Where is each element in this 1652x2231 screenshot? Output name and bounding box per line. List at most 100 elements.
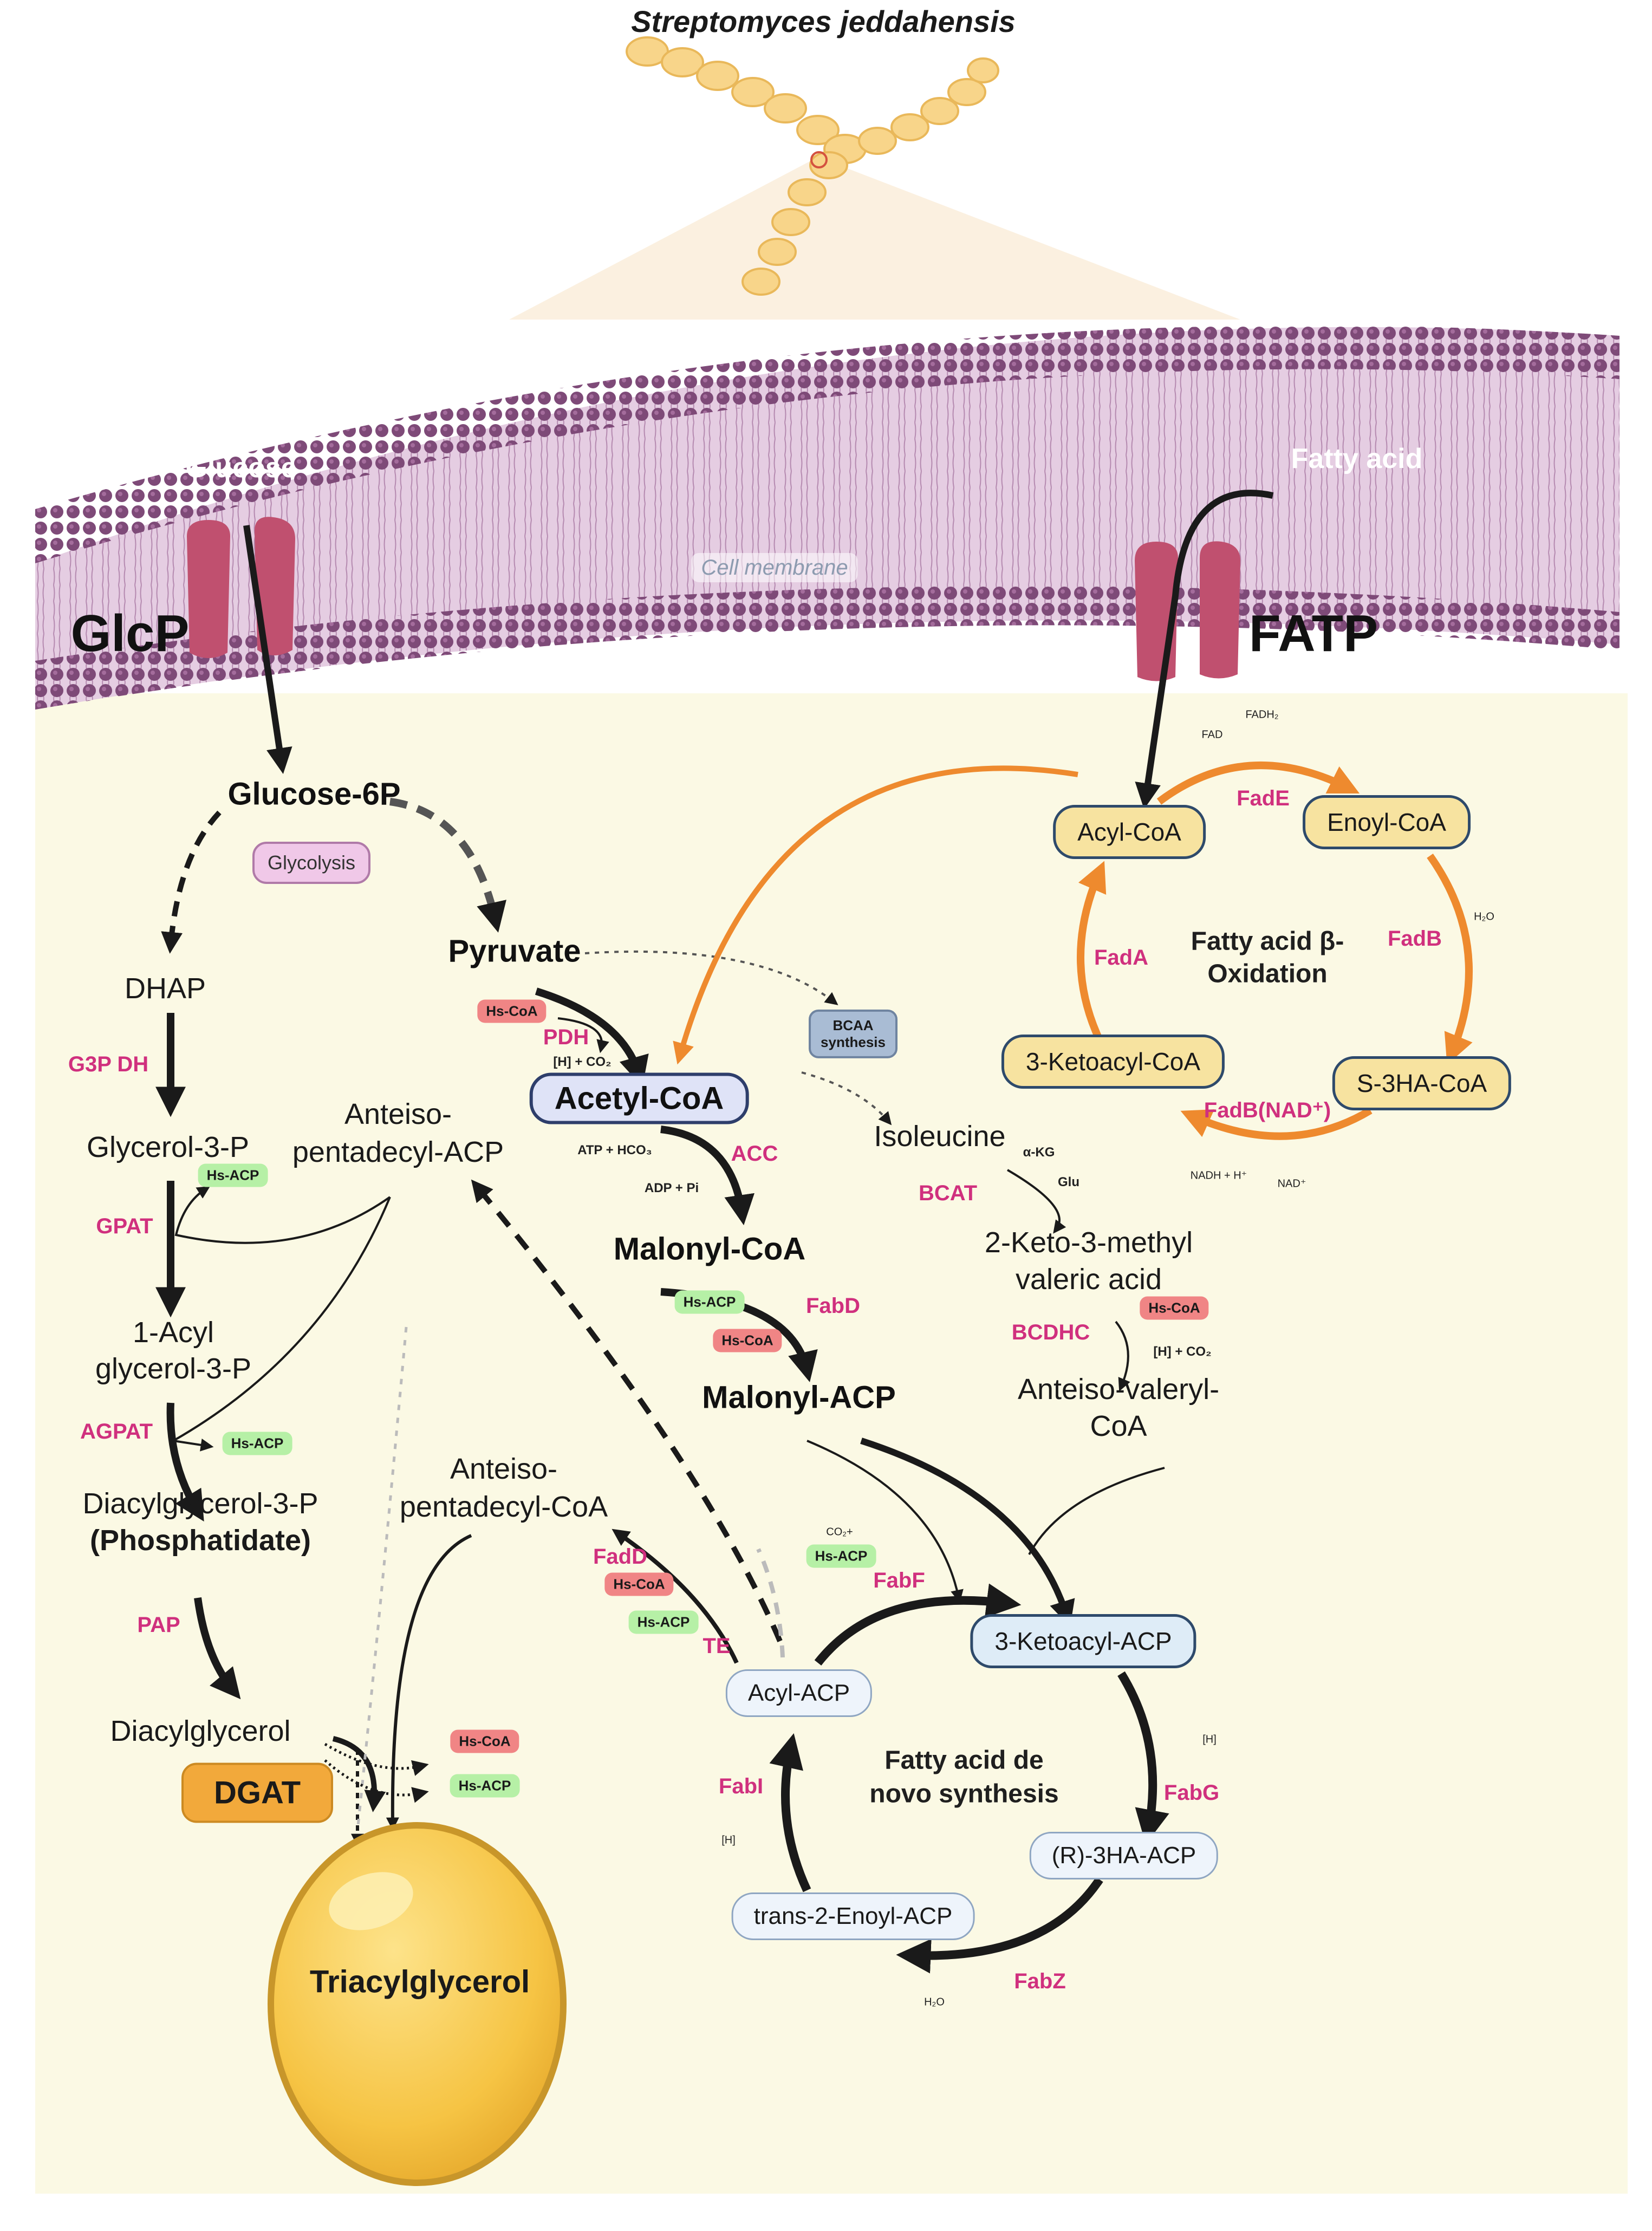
fabi-h-label: [H] (721, 1834, 736, 1846)
fabg-arrow (1117, 1671, 1169, 1845)
malonyl-acp-label: Malonyl-ACP (702, 1380, 896, 1415)
bacterium-illustration (626, 36, 999, 296)
anteiso-to-gpat-curve (174, 1186, 391, 1244)
bcdhc-hs-coa-badge: Hs-CoA (1140, 1296, 1209, 1320)
grey-dotted-line (356, 1326, 408, 1831)
g3pdh-enzyme: G3P DH (68, 1052, 149, 1076)
valeryl-to-cycle-line (1028, 1467, 1165, 1555)
acyl-glycerol-3p-label-line2: glycerol-3-P (95, 1352, 252, 1385)
fatty-acid-import-arrow (1135, 490, 1274, 809)
agpat-enzyme: AGPAT (80, 1420, 153, 1443)
keto-acid-label-line1: 2-Keto-3-methyl (984, 1226, 1193, 1259)
cell-membrane-label: Cell membrane (691, 553, 858, 582)
phosphatidate-label: (Phosphatidate) (89, 1524, 311, 1557)
acyl-coa-node: Acyl-CoA (1053, 805, 1206, 859)
pap-enzyme: PAP (137, 1613, 180, 1637)
zoom-circle (810, 151, 828, 168)
acylcoa-to-acetylcoa-arrow (673, 765, 1078, 1065)
malonyl-coa-label: Malonyl-CoA (613, 1231, 806, 1267)
fabg-enzyme: FabG (1163, 1781, 1220, 1805)
ketoacyl-acp-node: 3-Ketoacyl-ACP (970, 1614, 1196, 1668)
glucose-label: Glucose (185, 452, 297, 484)
bcaa-synthesis-box: BCAA synthesis (809, 1009, 897, 1059)
anteiso-coa-label-line1: Anteiso- (450, 1452, 558, 1485)
fabd-hs-coa-badge: Hs-CoA (713, 1329, 782, 1352)
bcdhc-enzyme: BCDHC (1011, 1321, 1090, 1344)
anteiso-to-agpat-curve (170, 1196, 391, 1452)
fabg-h-label: [H] (1202, 1733, 1217, 1746)
enoyl-coa-node: Enoyl-CoA (1303, 795, 1471, 849)
acetylcoa-to-malonylcoa-arrow (660, 1126, 755, 1226)
fabz-h2o-label: H₂O (924, 1996, 945, 2008)
gpat-hs-acp-badge: Hs-ACP (198, 1163, 268, 1187)
bcaa-box-line2: synthesis (821, 1034, 886, 1050)
dag3p-to-dag-arrow (194, 1597, 241, 1700)
anteiso-valeryl-label-line1: Anteiso-valeryl- (1017, 1373, 1220, 1406)
pdh-enzyme: PDH (543, 1025, 589, 1049)
fadd-hs-coa-badge: Hs-CoA (604, 1572, 674, 1596)
acc-inputs: ATP + HCO₃ (577, 1143, 652, 1158)
fatty-acid-label: Fatty acid (1291, 443, 1423, 475)
pyruvate-to-bcaa-arrow (584, 950, 838, 1005)
acyl-acp-node: Acyl-ACP (725, 1669, 873, 1717)
fade-arrow (1156, 762, 1360, 805)
fabf-arrow (814, 1583, 1022, 1666)
malonylacp-to-fabf-arrow (807, 1440, 964, 1603)
dgat-hs-coa-arrow (324, 1742, 429, 1776)
isoleucine-to-keto-arrow (1006, 1169, 1066, 1234)
pyruvate-to-acetylcoa-arrow (535, 987, 649, 1087)
diacylglycerol-3p-label: Diacylglycerol-3-P (82, 1487, 318, 1520)
fabz-enzyme: FabZ (1014, 1969, 1066, 1993)
fadb-arrow (1427, 853, 1473, 1065)
pdh-side-arrow (557, 1017, 609, 1053)
bcat-enzyme: BCAT (918, 1181, 978, 1205)
fadb-nad-arrow (1180, 1107, 1373, 1140)
bcdhc-products: [H] + CO₂ (1153, 1344, 1212, 1360)
pyruvate-label: Pyruvate (448, 933, 581, 969)
fadb-h2o-label: H₂O (1474, 910, 1494, 923)
fabf-co2-label: CO₂+ (826, 1526, 853, 1538)
anteiso-coa-to-tag-arrow (386, 1534, 472, 1831)
r3ha-acp-node: (R)-3HA-ACP (1029, 1832, 1219, 1879)
triacylglycerol-label: Triacylglycerol (309, 1964, 530, 2000)
g6p-to-pyruvate-arrow (389, 798, 506, 933)
dhap-label: DHAP (124, 972, 206, 1005)
fabz-arrow (896, 1877, 1103, 1974)
bcaa-to-isoleucine-arrow (801, 1071, 892, 1126)
zoom-cone (509, 157, 1240, 320)
fadh2-label: FADH₂ (1245, 708, 1279, 721)
nadh-label: NADH + H⁺ (1190, 1169, 1247, 1182)
anteiso-valeryl-label-line2: CoA (1090, 1409, 1147, 1442)
glycerol-3p-label: Glycerol-3-P (86, 1130, 250, 1163)
fabd-enzyme: FabD (806, 1294, 860, 1318)
acyl-glycerol-3p-label-line1: 1-Acyl (132, 1316, 214, 1349)
acylacp-to-anteiso-acp-arrow (471, 1179, 783, 1642)
acylg3p-to-dag3p-arrow (166, 1402, 204, 1522)
fabf-hs-acp-badge: Hs-ACP (806, 1544, 876, 1568)
glcp-label: GlcP (70, 604, 190, 662)
glcp-transporter (187, 517, 295, 658)
g6p-to-dhap-arrow (161, 810, 222, 954)
glycolysis-box: Glycolysis (252, 842, 371, 884)
keto-to-valeryl-arrow (1115, 1321, 1130, 1391)
agpat-hs-acp-badge: Hs-ACP (222, 1432, 292, 1455)
fabi-arrow (769, 1733, 811, 1892)
fabf-enzyme: FabF (873, 1569, 925, 1592)
fadb-nad-enzyme: FadB(NAD⁺) (1204, 1098, 1331, 1122)
fada-arrow (1077, 861, 1107, 1042)
malonylacp-to-ketoacyl-arrow (860, 1438, 1075, 1627)
fadb-enzyme: FadB (1388, 927, 1442, 951)
anteiso-acp-label-line1: Anteiso- (344, 1097, 452, 1130)
bcat-akg: α-KG (1023, 1145, 1055, 1160)
diacylglycerol-label: Diacylglycerol (110, 1714, 291, 1747)
fabi-enzyme: FabI (718, 1774, 764, 1798)
s3ha-coa-node: S-3HA-CoA (1332, 1056, 1512, 1110)
gpat-enzyme: GPAT (96, 1214, 153, 1238)
fada-enzyme: FadA (1094, 946, 1148, 970)
keto-acid-label-line2: valeric acid (1015, 1263, 1162, 1296)
glucose-6p-label: Glucose-6P (227, 776, 401, 812)
anteiso-acp-label-line2: pentadecyl-ACP (292, 1135, 504, 1168)
bcat-glu: Glu (1058, 1175, 1079, 1190)
fabd-hs-acp-badge: Hs-ACP (674, 1290, 745, 1314)
ketoacyl-coa-node: 3-Ketoacyl-CoA (1001, 1035, 1225, 1089)
